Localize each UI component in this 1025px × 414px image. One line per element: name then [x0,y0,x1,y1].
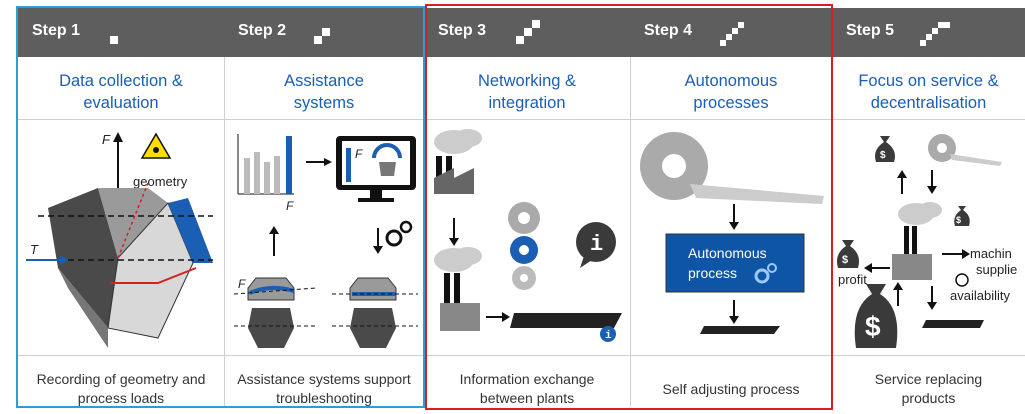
step-3-header: Step 3 [424,8,630,57]
svg-text:$: $ [865,311,881,342]
service-illustration: $ $ machin supplie availability $ profit… [837,134,1017,348]
factory-icon [892,254,932,280]
svg-text:process: process [688,265,737,281]
step-1-header: Step 1 [18,8,224,57]
large-money-bag-icon [854,284,898,348]
step-5-header: Step 5 [832,8,1025,57]
step-1-title: Data collection & evaluation [59,72,183,112]
laser-warning-icon [140,132,172,159]
step-4-caption: Self adjusting process [662,380,800,397]
step-2-label: Step 2 [238,22,287,39]
machine-label: machin [970,246,1012,261]
step-2-caption: Assistance systems support troubleshooti… [237,371,411,406]
separator [224,57,225,406]
divider [630,355,832,356]
step-2-header: Step 2 [224,8,424,57]
profit-label: profit [838,272,867,287]
stair-3-icon [516,20,540,44]
step-5-caption: Service replacing products [874,371,983,406]
stair-1-icon [110,36,118,44]
divider [224,119,424,120]
svg-text:$: $ [842,254,848,266]
step-4-header: Step 4 [630,8,832,57]
separator [630,57,631,406]
step-1-column: Step 1 Data collection & evaluation Reco… [18,8,224,406]
svg-text:Autonomous: Autonomous [688,245,767,261]
fi-label-screen: F [355,147,363,161]
svg-text:i: i [590,232,603,257]
geometry-illustration: F geometry T [26,132,213,348]
info-bubble-icon [576,222,616,262]
autonomous-illustration: Autonomous process [640,132,824,334]
step-3-caption: Information exchange between plants [459,371,595,406]
divider [832,355,1025,356]
step-4-label: Step 4 [644,22,693,39]
step-1-caption: Recording of geometry and process loads [36,371,206,406]
step-2-title: Assistance systems [284,72,364,112]
info-small-icon [600,326,616,342]
divider [832,119,1025,120]
svg-text:$: $ [956,215,961,225]
force-label: F [102,132,111,147]
temperature-label: T [30,242,39,257]
divider [18,355,224,356]
factory-icon [436,156,442,194]
step-3-title: Networking & integration [477,72,577,112]
svg-text:$: $ [880,150,886,161]
divider [424,119,630,120]
step-5-column: Step 5 Focus on service & decentralisati… [832,8,1025,406]
step-2-column: Step 2 Assistance systems Assistance sys… [224,8,424,406]
geometry-label: geometry [133,174,188,189]
networking-illustration: i i [434,129,622,342]
supplies-label: supplie [976,262,1017,277]
fi-label-chart: F [286,199,294,213]
divider [224,355,424,356]
step-4-title: Autonomous processes [684,72,778,112]
fi-label-lower: F [238,277,246,291]
svg-text:i: i [605,330,612,342]
divider [630,119,832,120]
step-5-title: Focus on service & decentralisation [858,72,999,112]
assistance-illustration: F F F [233,134,418,348]
autonomous-process-box [665,233,805,293]
stair-2-icon [314,28,330,44]
step-1-label: Step 1 [32,22,81,39]
step-3-column: Step 3 Networking & integration Informat… [424,8,630,406]
gears-icon [754,268,770,284]
availability-label: availability [950,288,1010,303]
divider [424,355,630,356]
step-5-label: Step 5 [846,22,895,39]
divider [18,119,224,120]
money-bag-icon [875,136,895,162]
clock-icon [955,273,969,287]
stair-4-icon [720,22,744,46]
step-4-column: Step 4 Autonomous processes Self adjusti… [630,8,832,406]
gears-icon [385,229,403,247]
stair-5-icon [920,22,950,46]
step-3-label: Step 3 [438,22,487,39]
